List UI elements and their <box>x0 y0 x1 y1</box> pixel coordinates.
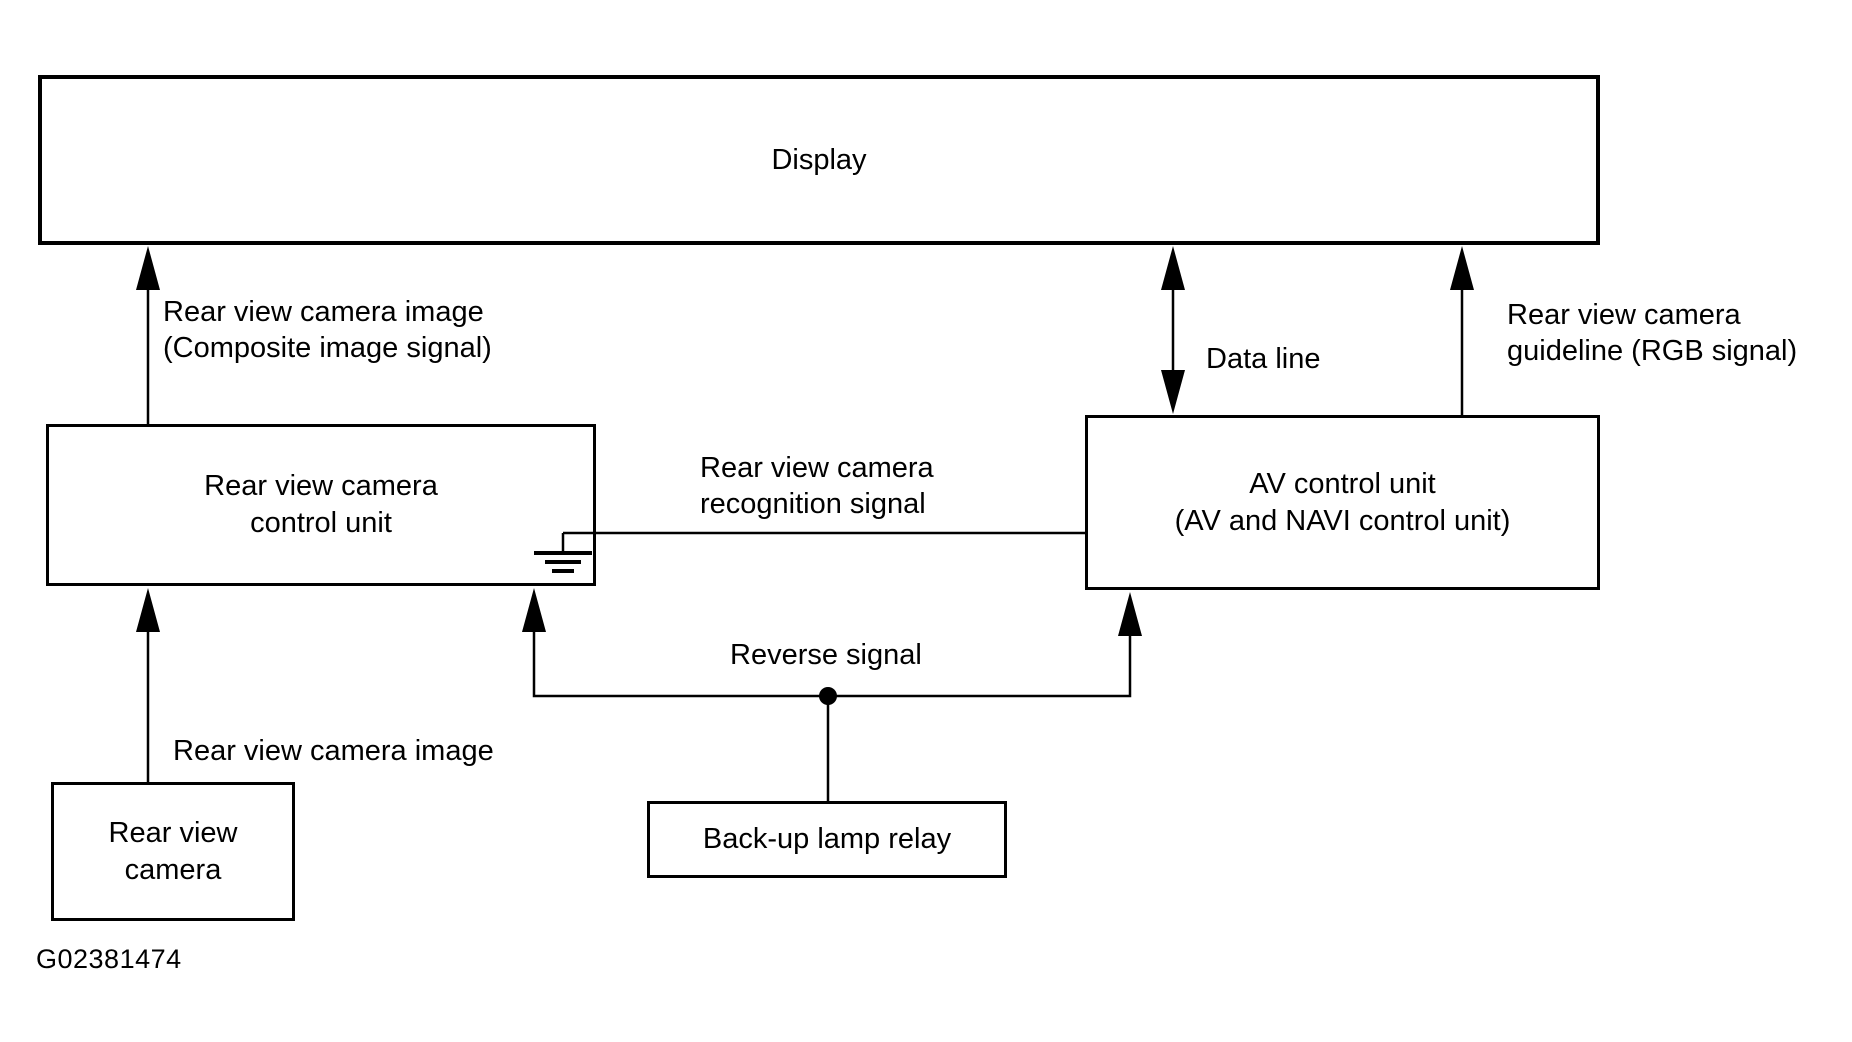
guideline-signal-label: Rear view camera guideline (RGB signal) <box>1507 297 1797 369</box>
rear-view-camera-control-unit-label-line2: control unit <box>250 507 392 539</box>
rear-view-camera-control-unit-label-line1: Rear view camera <box>204 470 438 502</box>
data-line-label: Data line <box>1206 343 1321 375</box>
backup-lamp-relay-label: Back-up lamp relay <box>702 823 952 855</box>
recognition-signal-label-line2: recognition signal <box>700 488 926 520</box>
data-line-arrow <box>1161 246 1185 414</box>
recognition-signal-label-line1: Rear view camera <box>700 452 934 484</box>
composite-signal-arrow <box>136 246 160 424</box>
junction-dot <box>819 687 837 705</box>
rear-view-camera-label-line1: Rear view <box>108 816 238 849</box>
composite-signal-label-line1: Rear view camera image <box>163 296 484 328</box>
camera-image-arrow <box>136 588 160 782</box>
display-box: Display <box>38 75 1600 245</box>
guideline-signal-label-line2: guideline (RGB signal) <box>1507 335 1798 367</box>
recognition-signal-line <box>561 531 1085 552</box>
rear-view-camera-box: Rear view camera <box>51 782 295 921</box>
composite-signal-label-line2: (Composite image signal) <box>163 332 492 364</box>
guideline-signal-label-line1: Rear view camera <box>1507 299 1741 331</box>
figure-id: G02381474 <box>36 944 182 974</box>
recognition-signal-label: Rear view camera recognition signal <box>700 450 934 522</box>
camera-image-signal-label: Rear view camera image <box>173 735 494 767</box>
av-control-unit-label-line2: (AV and NAVI control unit) <box>1174 504 1511 537</box>
rear-view-camera-label-line2: camera <box>124 853 222 886</box>
composite-signal-label: Rear view camera image (Composite image … <box>163 294 492 366</box>
rear-view-camera-control-unit-box: Rear view camera control unit <box>46 424 596 586</box>
reverse-signal-label: Reverse signal <box>730 639 922 671</box>
display-box-label: Display <box>771 143 867 176</box>
reverse-signal-line <box>522 588 1142 801</box>
backup-lamp-relay-box: Back-up lamp relay <box>647 801 1007 878</box>
guideline-signal-arrow <box>1450 246 1474 415</box>
av-control-unit-box: AV control unit (AV and NAVI control uni… <box>1085 415 1600 590</box>
av-control-unit-label-line1: AV control unit <box>1249 467 1436 500</box>
